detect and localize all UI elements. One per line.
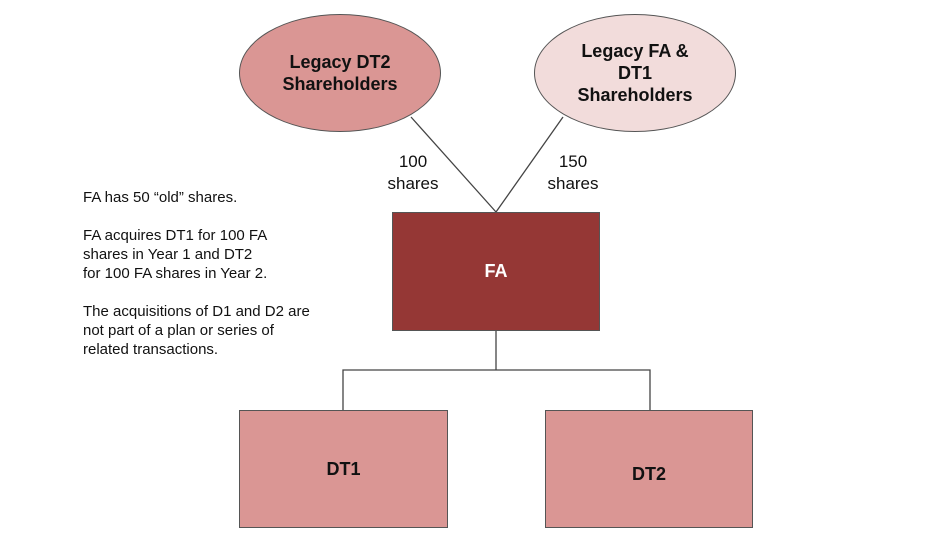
- edge-legacy-dt2-to-fa: [410, 116, 497, 213]
- share-count: 150: [558, 152, 588, 171]
- node-label: Legacy DT2 Shareholders: [282, 52, 398, 94]
- dt2-node: DT2: [545, 410, 753, 528]
- legacy-dt2-shareholders-node: Legacy DT2 Shareholders: [239, 14, 441, 132]
- node-label: Legacy FA & DT1 Shareholders: [577, 41, 693, 105]
- edge-label-150: 150 shares: [538, 151, 608, 195]
- legacy-fa-dt1-shareholders-node: Legacy FA & DT1 Shareholders: [534, 14, 736, 132]
- fa-node: FA: [392, 212, 600, 331]
- edge-label-100: 100 shares: [378, 151, 448, 195]
- note-acquisitions: FA acquires DT1 for 100 FA shares in Yea…: [83, 227, 268, 282]
- note-old-shares: FA has 50 “old” shares.: [83, 189, 238, 206]
- share-count: 100: [398, 152, 428, 171]
- edge-legacy-fa-dt1-to-fa: [495, 116, 564, 213]
- node-label: DT1: [326, 458, 361, 479]
- node-label: FA: [484, 261, 508, 281]
- edge-fa-to-subs: [342, 369, 651, 410]
- note-not-a-plan: The acquisitions of D1 and D2 are not pa…: [83, 303, 310, 358]
- node-label: DT2: [631, 463, 666, 484]
- share-unit: shares: [547, 174, 599, 193]
- dt1-node: DT1: [239, 410, 448, 528]
- facts-notes: FA has 50 “old” shares. FA acquires DT1 …: [83, 188, 343, 378]
- share-unit: shares: [387, 174, 439, 193]
